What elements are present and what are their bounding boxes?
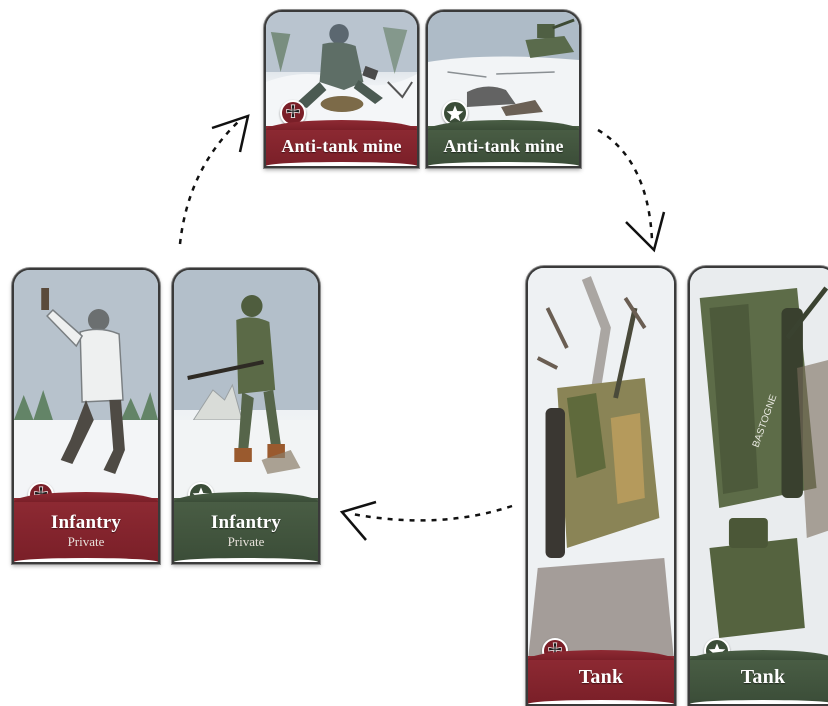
card-title-band: Infantry Private (14, 492, 158, 562)
card-subtitle: Private (227, 534, 265, 549)
card-title-band: Tank (690, 650, 828, 704)
card-art (14, 270, 158, 498)
card-title-band: Tank (528, 650, 674, 704)
card-infantry-us[interactable]: Infantry Private (172, 268, 320, 564)
star-icon (446, 105, 464, 122)
arrow-tank-to-infantry (339, 500, 513, 541)
arrow-infantry-to-mine (178, 114, 250, 245)
card-title: Infantry (210, 512, 282, 533)
card-anti-tank-mine-german[interactable]: Anti-tank mine (264, 10, 419, 168)
card-title-band: Infantry Private (174, 492, 318, 562)
card-title: Tank (578, 666, 624, 688)
card-art: BASTOGNE (690, 268, 828, 660)
card-art (528, 268, 674, 660)
card-title: Tank (740, 666, 786, 688)
card-tank-us[interactable]: BASTOGNE Tank (688, 266, 828, 706)
card-anti-tank-mine-us[interactable]: Anti-tank mine (426, 10, 581, 168)
card-title: Infantry (50, 512, 122, 533)
card-art (266, 12, 417, 130)
card-art (174, 270, 318, 498)
card-title: Anti-tank mine (281, 136, 402, 156)
card-tank-german[interactable]: Tank (526, 266, 676, 706)
card-title-band: Anti-tank mine (266, 120, 417, 166)
arrow-mine-to-tank (597, 128, 666, 253)
card-infantry-german[interactable]: Infantry Private (12, 268, 160, 564)
card-title-band: Anti-tank mine (428, 120, 579, 166)
iron-cross-icon (286, 104, 300, 118)
card-title: Anti-tank mine (443, 136, 564, 156)
card-subtitle: Private (67, 534, 105, 549)
